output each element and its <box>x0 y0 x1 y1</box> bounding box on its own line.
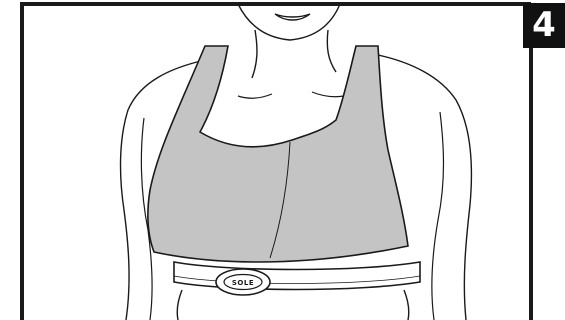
torso-left <box>177 290 182 320</box>
step-number: 4 <box>532 5 556 45</box>
collarbone-right <box>312 92 344 97</box>
collarbone-left <box>238 94 272 98</box>
arm-right-inner <box>432 112 444 320</box>
chest-strap <box>174 262 420 290</box>
neck-left <box>252 30 257 78</box>
mouth <box>275 14 310 20</box>
sensor-logo-text: SOLE <box>232 279 254 287</box>
step-number-badge: 4 <box>523 3 565 48</box>
neck-right <box>327 30 336 72</box>
torso-right <box>404 290 409 320</box>
chin-line <box>238 4 340 40</box>
